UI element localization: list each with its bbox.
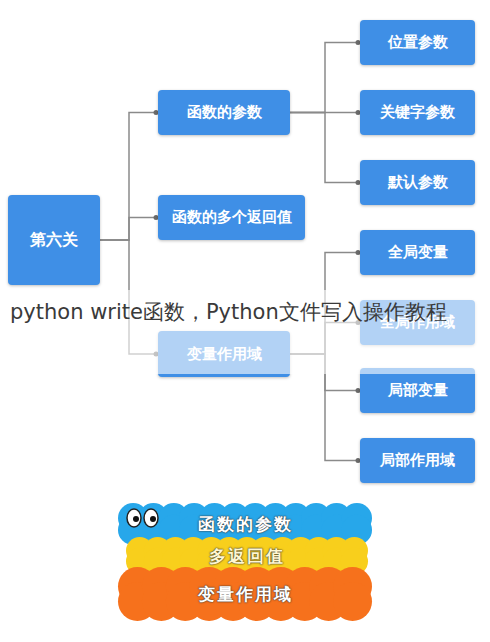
watermark-text: python write函数，Python文件写入操作教程 [10,294,480,330]
node-text: 局部作用域 [380,451,455,470]
topic-box: 函数的参数 [158,90,290,135]
leaf-box: 默认参数 [360,160,475,205]
node-text: 全局变量 [388,243,448,262]
tree-connector [100,215,159,240]
leaf-box: 位置参数 [360,20,475,65]
leaf-box: 全局变量 [360,230,475,275]
leaf-box: 关键字参数 [360,90,475,135]
node-text: 函数的参数 [187,103,262,122]
leaf-box: 局部作用域 [360,438,475,483]
cloud-band: 变量作用域 [118,567,372,621]
node-text: 变量作用域 [198,583,293,606]
node-text: 位置参数 [388,33,448,52]
topic-box: 函数的多个返回值 [158,195,305,240]
tree-connector [290,40,361,113]
leaf-box: 局部变量 [360,368,475,413]
cartoon-eyes [124,506,164,530]
node-text: 函数的多个返回值 [172,208,292,227]
root-box: 第六关 [8,195,100,285]
node-text: 函数的参数 [198,513,293,536]
tree-connector [100,110,159,240]
node-text: 局部变量 [388,381,448,400]
node-text: 多返回值 [209,545,285,568]
node-text: 第六关 [30,230,78,251]
tree-connector [290,113,361,186]
node-text: 关键字参数 [380,103,455,122]
node-text: 默认参数 [388,173,448,192]
